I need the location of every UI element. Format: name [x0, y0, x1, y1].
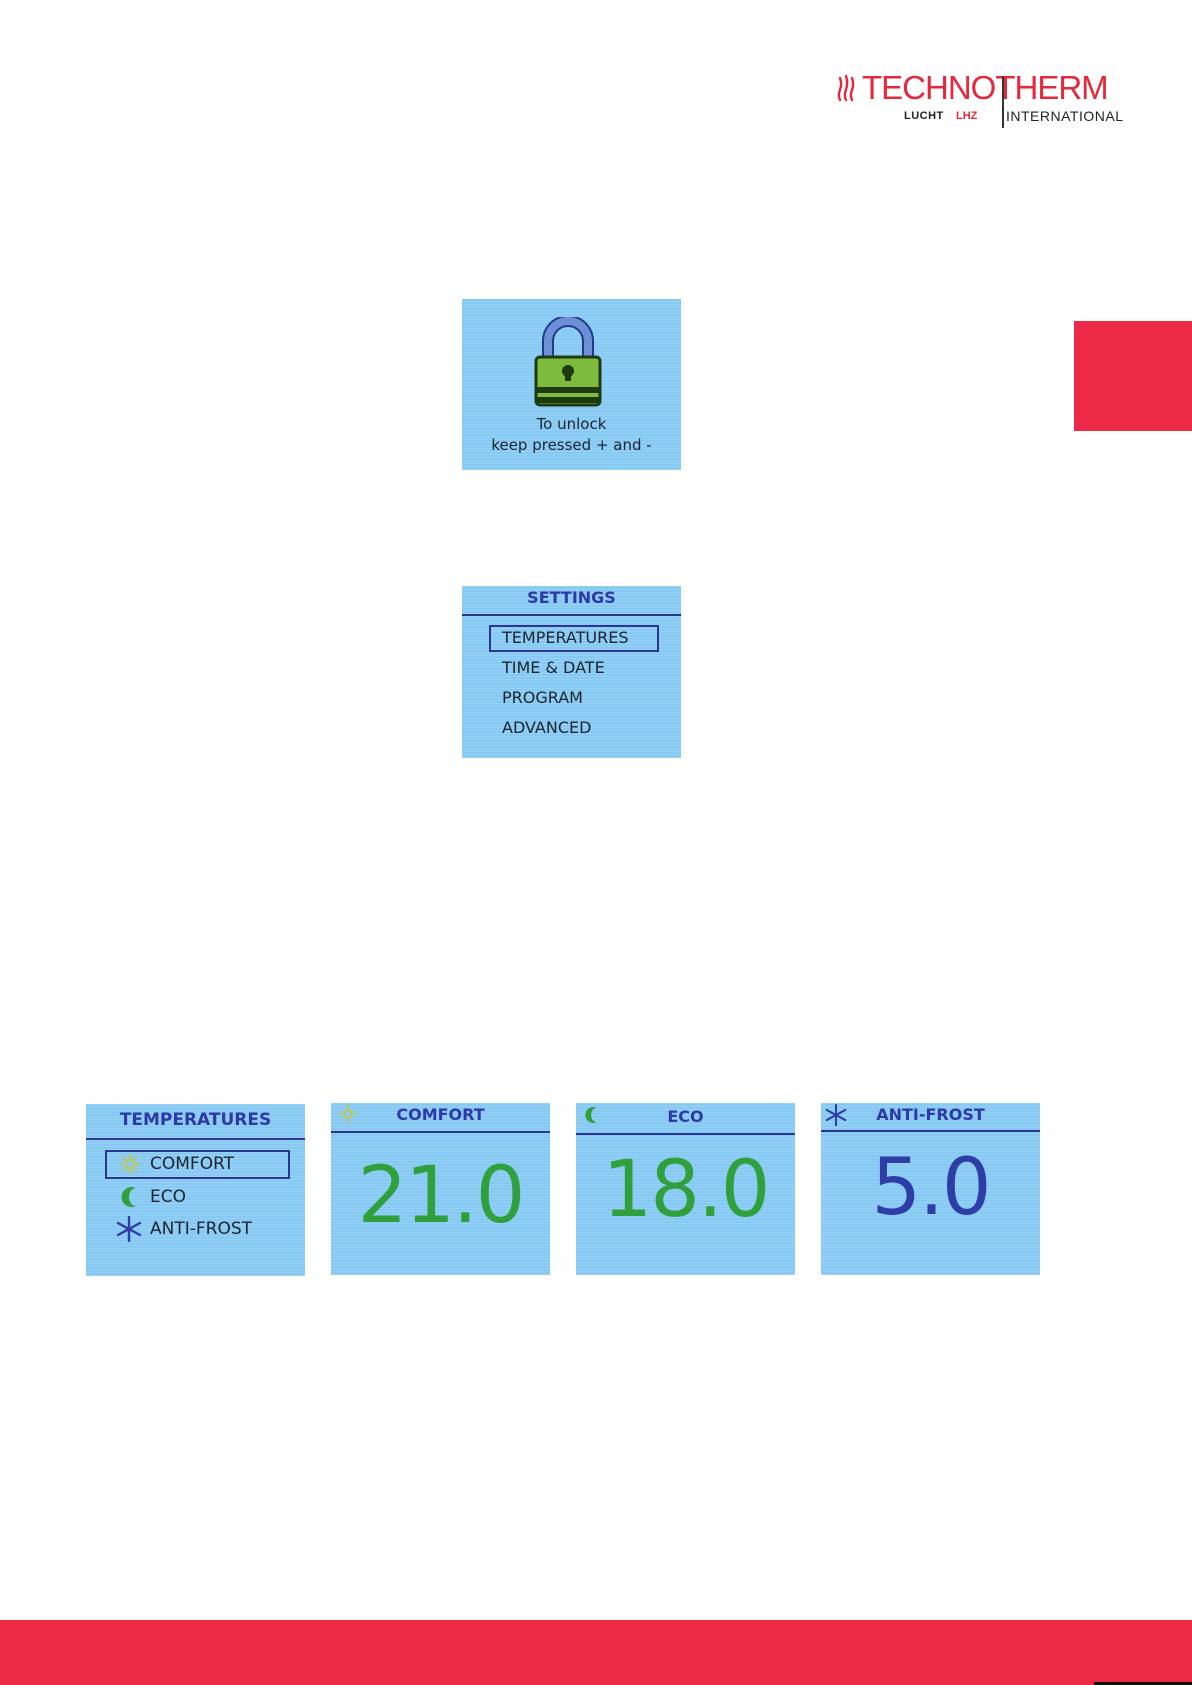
- comfort-temperature-value: 21.0: [331, 1151, 550, 1241]
- logo-sub-international: INTERNATIONAL: [1006, 108, 1123, 124]
- settings-screen: SETTINGS TEMPERATURES TIME & DATE PROGRA…: [462, 586, 681, 758]
- logo-sub-lucht: LUCHT: [904, 110, 944, 122]
- header-divider: [462, 614, 681, 616]
- temperatures-title: TEMPERATURES: [86, 1110, 305, 1130]
- eco-screen: ECO 18.0: [576, 1103, 795, 1275]
- menu-item-program[interactable]: PROGRAM: [502, 688, 583, 707]
- header-divider: [331, 1131, 550, 1133]
- logo-divider: [1002, 76, 1004, 128]
- comfort-title: COMFORT: [331, 1105, 550, 1124]
- eco-temperature-value: 18.0: [576, 1145, 795, 1235]
- lock-screen: To unlock keep pressed + and -: [462, 299, 681, 470]
- menu-item-temperatures[interactable]: TEMPERATURES: [502, 628, 628, 647]
- snowflake-icon: [116, 1216, 142, 1242]
- moon-icon: [120, 1186, 140, 1208]
- footer-bar: [0, 1620, 1192, 1685]
- menu-item-comfort[interactable]: COMFORT: [150, 1154, 234, 1174]
- flame-icon: [836, 72, 858, 102]
- unlock-instruction-line2: keep pressed + and -: [462, 436, 681, 454]
- unlock-instruction-line1: To unlock: [462, 415, 681, 433]
- padlock-icon: [534, 317, 602, 407]
- header-divider: [86, 1138, 305, 1140]
- header-divider: [576, 1133, 795, 1135]
- sun-icon: [120, 1154, 140, 1174]
- settings-title: SETTINGS: [462, 588, 681, 607]
- logo-wordmark: TECHNOTHERM: [862, 70, 1108, 106]
- menu-item-advanced[interactable]: ADVANCED: [502, 718, 591, 737]
- technotherm-logo: TECHNOTHERM LUCHT LHZ INTERNATIONAL: [836, 70, 1126, 130]
- header-divider: [821, 1130, 1040, 1132]
- menu-item-anti-frost[interactable]: ANTI-FROST: [150, 1219, 252, 1239]
- menu-item-time-date[interactable]: TIME & DATE: [502, 658, 605, 677]
- anti-frost-screen: ANTI-FROST 5.0: [821, 1103, 1040, 1275]
- chapter-tab: [1074, 321, 1192, 431]
- eco-title: ECO: [576, 1107, 795, 1126]
- comfort-screen: COMFORT 21.0: [331, 1103, 550, 1275]
- logo-sub-lhz: LHZ: [956, 110, 977, 122]
- temperatures-screen: TEMPERATURES COMFORT ECO ANTI-FROST: [86, 1104, 305, 1276]
- anti-frost-title: ANTI-FROST: [821, 1105, 1040, 1124]
- menu-item-eco[interactable]: ECO: [150, 1187, 186, 1207]
- anti-frost-temperature-value: 5.0: [821, 1143, 1040, 1233]
